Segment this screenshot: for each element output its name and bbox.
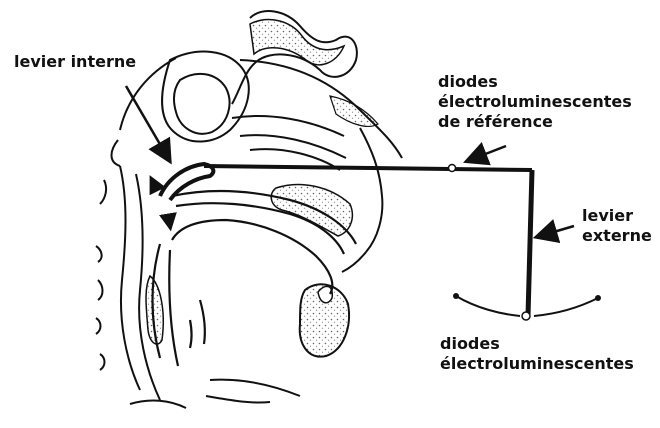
label-reference-diodes-line-1: diodes bbox=[438, 72, 632, 92]
diode-left bbox=[453, 293, 459, 299]
label-internal-lever: levier interne bbox=[14, 52, 136, 72]
label-external-lever: levier externe bbox=[582, 206, 652, 246]
external-lever-bar bbox=[528, 170, 532, 316]
label-external-lever-line-2: externe bbox=[582, 226, 652, 246]
label-diodes-line-1: diodes bbox=[440, 334, 634, 354]
lever-tip-diode bbox=[522, 312, 530, 320]
reference-diodes-arrow bbox=[470, 146, 506, 160]
label-diodes-line-2: électroluminescentes bbox=[440, 354, 634, 374]
label-internal-lever-text: levier interne bbox=[14, 52, 136, 72]
label-reference-diodes-line-2: électroluminescentes bbox=[438, 92, 632, 112]
external-lever-arrow bbox=[540, 226, 574, 236]
label-reference-diodes-line-3: de référence bbox=[438, 112, 632, 132]
diode-right bbox=[595, 295, 601, 301]
label-diodes: diodes électroluminescentes bbox=[440, 334, 634, 374]
reference-diode bbox=[449, 165, 456, 172]
label-reference-diodes: diodes électroluminescentes de référence bbox=[438, 72, 632, 132]
lever-rod bbox=[204, 166, 532, 170]
label-external-lever-line-1: levier bbox=[582, 206, 652, 226]
neck-and-spine bbox=[96, 166, 300, 408]
